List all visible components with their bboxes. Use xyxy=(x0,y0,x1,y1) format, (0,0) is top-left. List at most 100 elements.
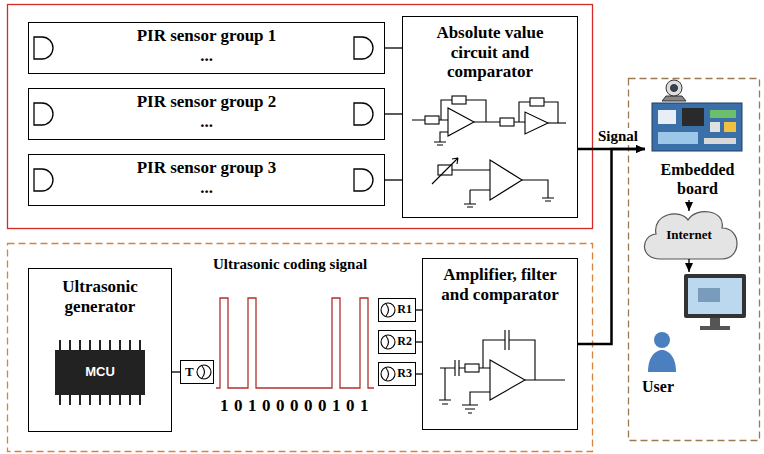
node-note: ... xyxy=(200,46,213,66)
camera-icon xyxy=(671,85,678,92)
pir-sensor-symbol xyxy=(354,169,373,191)
connector xyxy=(688,259,689,272)
node-title: R1 xyxy=(397,303,412,317)
pir-sensor-symbol xyxy=(34,103,53,125)
amplifier-circuit xyxy=(439,368,451,404)
node-title: Embedded board xyxy=(647,161,748,198)
node-title: T xyxy=(185,365,194,380)
amplifier-circuit xyxy=(462,392,490,413)
monitor-icon xyxy=(688,278,742,314)
absolute-value-circuit xyxy=(452,170,554,201)
connector-label: Signal xyxy=(596,128,640,145)
connector xyxy=(385,113,402,114)
chip-label: MCU xyxy=(29,365,171,380)
node-title: PIR sensor group 1 xyxy=(137,26,277,46)
embedded-board-picture xyxy=(704,138,736,144)
coding-waveform xyxy=(216,298,374,388)
node-title: User xyxy=(642,378,674,396)
amplifier-circuit xyxy=(455,360,459,376)
camera-icon xyxy=(662,80,686,101)
absolute-value-circuit xyxy=(525,112,548,134)
internet-cloud xyxy=(644,212,737,259)
node-title: PIR sensor group 3 xyxy=(137,158,277,178)
transmitter-box: T xyxy=(180,360,214,384)
sensor-group-box: PIR sensor group 2... xyxy=(28,88,385,140)
transducer-symbol xyxy=(381,367,395,381)
monitor-icon xyxy=(710,318,720,326)
transducer-symbol xyxy=(386,368,389,380)
circuit-box: Absolute value circuit and comparator xyxy=(402,16,578,218)
absolute-value-circuit xyxy=(464,190,476,207)
pir-sensor-symbol xyxy=(354,37,373,59)
transducer-symbol xyxy=(386,304,389,316)
sensor-group-box: PIR sensor group 3... xyxy=(28,154,385,206)
embedded-board-picture xyxy=(652,103,742,151)
coding-waveform xyxy=(216,298,374,388)
region-frame xyxy=(8,244,593,452)
receiver-box: R2 xyxy=(378,330,416,354)
generator-box: Ultrasonic generatorMCU xyxy=(28,268,172,432)
amplifier-circuit xyxy=(490,360,525,400)
embedded-board-picture xyxy=(710,122,720,132)
embedded-board-picture xyxy=(658,110,676,124)
absolute-value-circuit xyxy=(434,132,448,145)
absolute-value-circuit xyxy=(490,160,522,200)
node-title: Internet xyxy=(666,228,712,243)
connector xyxy=(578,149,645,344)
node-title: PIR sensor group 2 xyxy=(137,92,277,112)
node-title: R2 xyxy=(397,335,412,349)
pir-sensor-symbol xyxy=(354,103,373,125)
amplifier-circuit xyxy=(465,364,479,372)
absolute-value-circuit xyxy=(448,108,474,136)
bit-sequence: 10100000101 xyxy=(220,396,374,416)
amplifier-circuit xyxy=(483,330,535,380)
absolute-value-circuit xyxy=(500,118,514,126)
transducer-symbol xyxy=(197,365,211,379)
internet-cloud xyxy=(644,212,737,259)
connector xyxy=(172,371,180,372)
absolute-value-circuit xyxy=(452,96,466,104)
transducer-symbol xyxy=(202,366,205,378)
monitor-icon xyxy=(684,274,746,318)
absolute-value-circuit xyxy=(412,96,566,207)
internet-cloud: Internet xyxy=(648,211,730,259)
transducer-symbol xyxy=(386,336,389,348)
transducer-symbol xyxy=(381,303,395,317)
embedded-board-picture xyxy=(724,122,736,132)
user-icon xyxy=(648,350,676,372)
amplifier-circuit xyxy=(439,330,565,413)
amplifier-circuit xyxy=(525,379,565,380)
camera-icon xyxy=(666,80,682,96)
connector xyxy=(385,179,402,180)
monitor-icon xyxy=(684,274,746,330)
embedded-board: Embedded board xyxy=(645,98,750,200)
user-terminal: User xyxy=(638,272,752,400)
node-title: Absolute value circuit and comparator xyxy=(411,23,569,82)
region-frame xyxy=(8,5,760,452)
region-frame xyxy=(8,5,593,229)
circuit-box: Amplifier, filter and comparator xyxy=(422,258,578,430)
embedded-board-picture xyxy=(658,132,698,144)
absolute-value-circuit xyxy=(432,158,458,184)
user-icon xyxy=(648,332,676,372)
signal-caption: Ultrasonic coding signal xyxy=(210,256,370,273)
node-note: ... xyxy=(200,112,213,132)
pir-sensor-symbol xyxy=(34,37,53,59)
absolute-value-circuit xyxy=(548,122,566,123)
receiver-box: R1 xyxy=(378,298,416,322)
monitor-icon xyxy=(698,288,720,302)
node-note: ... xyxy=(200,178,213,198)
sensor-group-box: PIR sensor group 1... xyxy=(28,22,385,74)
node-title: Ultrasonic generator xyxy=(35,277,165,316)
region-frame xyxy=(629,79,760,441)
pir-sensor-symbol xyxy=(34,169,53,191)
absolute-value-circuit xyxy=(425,116,439,124)
node-title: R3 xyxy=(397,367,412,381)
embedded-board-picture xyxy=(682,108,704,126)
transducer-symbol xyxy=(381,335,395,349)
monitor-icon xyxy=(700,326,730,330)
embedded-board-picture xyxy=(652,103,742,151)
transducer-symbol xyxy=(197,303,395,381)
connector xyxy=(385,47,402,48)
